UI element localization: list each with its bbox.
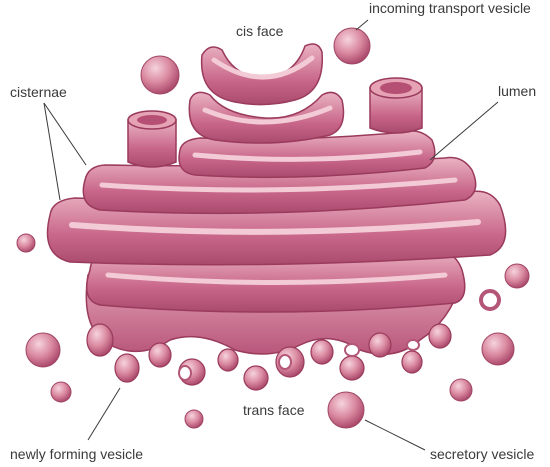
vesicle <box>140 55 180 95</box>
leader-lumen <box>429 101 499 161</box>
vesicle <box>25 332 61 368</box>
vesicle <box>479 289 501 311</box>
leader-cisternae-2 <box>43 102 61 201</box>
free-vesicles <box>16 27 530 429</box>
label-newly-forming-vesicle: newly forming vesicle <box>10 446 143 462</box>
diagram-labels: cis face incoming transport vesicle cist… <box>10 0 536 462</box>
cisterna-stack <box>46 43 507 313</box>
label-cisternae: cisternae <box>10 84 67 100</box>
vesicle <box>481 332 515 366</box>
leader-newly-forming-vesicle <box>87 387 121 441</box>
label-cis-face: cis face <box>236 23 284 39</box>
label-secretory-vesicle: secretory vesicle <box>430 446 534 462</box>
leader-cisternae-1 <box>43 102 87 166</box>
vesicle <box>504 263 530 289</box>
leader-lines <box>43 19 499 451</box>
label-incoming-transport-vesicle: incoming transport vesicle <box>369 0 531 16</box>
leader-secretory-vesicle <box>364 419 426 451</box>
vesicle <box>16 233 36 253</box>
label-lumen: lumen <box>498 83 536 99</box>
vesicle <box>184 409 204 429</box>
secretory-vesicle-shape <box>327 391 365 429</box>
vesicle <box>50 381 72 403</box>
vesicle <box>449 378 473 402</box>
leader-incoming-vesicle <box>355 19 369 31</box>
label-trans-face: trans face <box>243 402 305 418</box>
incoming-transport-vesicle-shape <box>333 27 371 65</box>
